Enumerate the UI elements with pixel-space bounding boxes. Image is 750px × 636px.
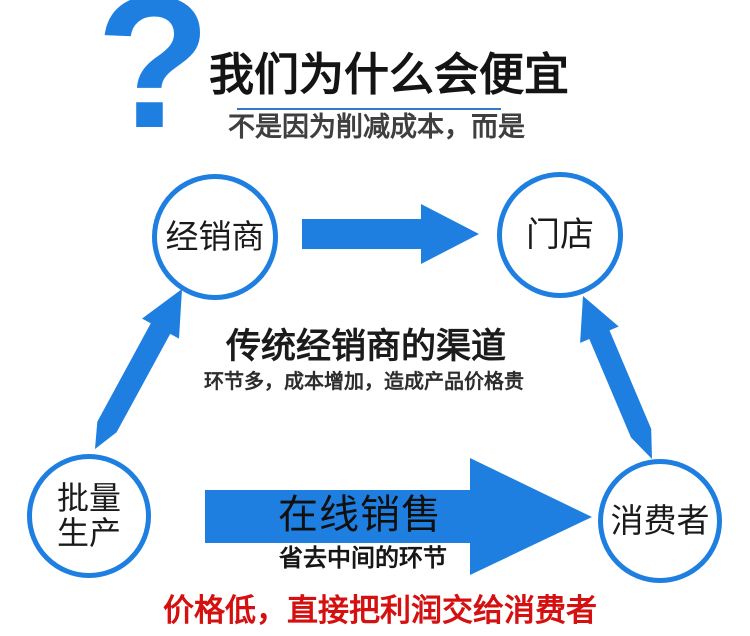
node-mass-production-label: 批量生产 [56, 480, 121, 551]
traditional-channel-heading: 传统经销商的渠道 [226, 327, 507, 366]
node-store-label: 门店 [526, 215, 594, 254]
arrow-distributor-to-store [302, 204, 479, 264]
title-underline [237, 108, 501, 110]
node-distributor: 经销商 [152, 174, 278, 300]
node-mass-production: 批量生产 [27, 454, 151, 578]
page-title: 我们为什么会便宜 [209, 49, 570, 100]
page-subtitle: 不是因为削减成本，而是 [228, 112, 525, 142]
online-sales-sublabel: 省去中间的环节 [279, 545, 447, 572]
arrow-production-to-distributor [95, 289, 182, 449]
question-mark-icon: ? [96, 0, 211, 167]
node-store: 门店 [497, 172, 623, 298]
traditional-channel-description: 环节多，成本增加，造成产品价格贵 [204, 371, 524, 393]
node-consumer: 消费者 [598, 459, 722, 583]
price-highlight-text: 价格低，直接把利润交给消费者 [163, 593, 597, 628]
arrow-online-sales [205, 458, 592, 575]
online-sales-label: 在线销售 [278, 493, 442, 537]
node-consumer-label: 消费者 [610, 502, 710, 540]
arrow-consumer-to-store [580, 296, 652, 459]
node-distributor-label: 经销商 [165, 218, 265, 256]
